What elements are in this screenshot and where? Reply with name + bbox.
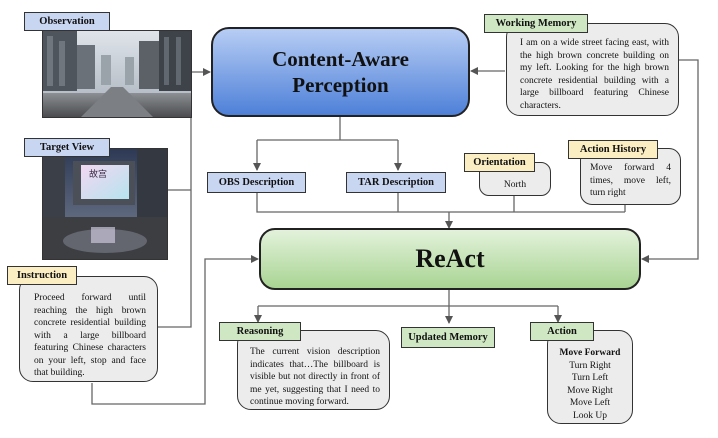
working-memory-label: Working Memory <box>484 14 588 33</box>
perception-title-line1: Content-Aware <box>272 47 409 71</box>
action-list: Move Forward Turn Right Turn Left Move R… <box>547 330 633 424</box>
observation-label: Observation <box>24 12 110 31</box>
updated-memory-label: Updated Memory <box>401 327 495 348</box>
action-option: Move Right <box>567 385 613 396</box>
target-view-label: Target View <box>24 138 110 157</box>
billboard-sign-text: 故宫 <box>89 170 108 180</box>
react-title: ReAct <box>415 244 485 273</box>
observation-image <box>42 30 192 118</box>
instruction-text: Proceed forward until reaching the high … <box>19 276 158 382</box>
target-view-image: 故宫 <box>42 148 168 260</box>
action-history-label: Action History <box>568 140 658 159</box>
action-history-text: Move forward 4 times, move left, turn ri… <box>580 148 681 205</box>
tar-description-label: TAR Description <box>346 172 446 193</box>
action-label: Action <box>530 322 594 341</box>
instruction-label: Instruction <box>7 266 77 285</box>
action-option: Turn Left <box>571 373 609 384</box>
working-memory-text: I am on a wide street facing east, with … <box>506 23 679 116</box>
action-option: Turn Right <box>569 360 611 371</box>
obs-description-label: OBS Description <box>207 172 306 193</box>
perception-title-line2: Perception <box>292 73 389 97</box>
content-aware-perception-box: Content-Aware Perception <box>211 27 470 117</box>
react-box: ReAct <box>259 228 641 290</box>
orientation-label: Orientation <box>464 153 535 172</box>
action-option: Look Up <box>572 410 608 421</box>
action-option: Move Left <box>569 398 611 409</box>
reasoning-text: The current vision description indicates… <box>237 330 390 410</box>
action-selected: Move Forward <box>559 348 621 358</box>
reasoning-label: Reasoning <box>219 322 301 341</box>
